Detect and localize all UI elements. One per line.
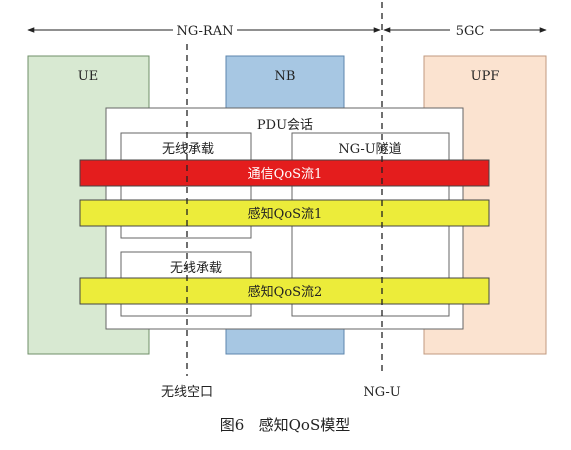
- radio-bearer-label-2: 无线承载: [170, 261, 222, 276]
- sense-qos-flow-2-bar: [79, 277, 490, 305]
- 5gc-label: 5GC: [456, 24, 485, 39]
- sense-qos-flow-2-label: 感知QoS流2: [248, 284, 323, 300]
- air-interface-label: 无线空口: [161, 385, 213, 400]
- comm-qos-flow-1-label: 通信QoS流1: [248, 167, 323, 182]
- ue-label: UE: [78, 69, 98, 84]
- comm-qos-flow-1-bar: [79, 159, 490, 187]
- upf-label: UPF: [471, 69, 500, 84]
- ngu-tunnel-label: NG-U隧道: [338, 141, 401, 157]
- ng-ran-label: NG-RAN: [177, 24, 234, 39]
- figure-caption: 图6 感知QoS模型: [220, 416, 350, 434]
- ng-ran-label-bg: [173, 21, 237, 39]
- ngu-interface-label: NG-U: [363, 385, 400, 400]
- pdu-session-label: PDU会话: [257, 118, 313, 133]
- sense-qos-flow-1-label: 感知QoS流1: [248, 206, 323, 222]
- 5gc-label-bg: [450, 21, 490, 39]
- nb-label: NB: [275, 69, 296, 84]
- sense-qos-flow-1-bar: [79, 199, 490, 227]
- radio-bearer-label-1: 无线承载: [162, 142, 214, 157]
